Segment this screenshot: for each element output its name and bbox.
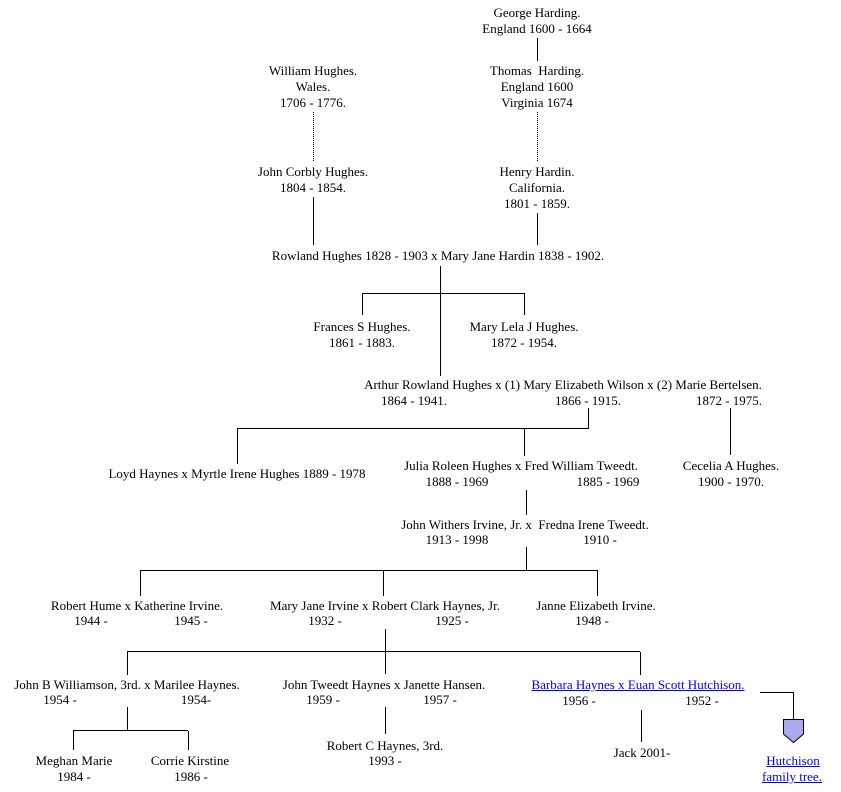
couple-johnwithers-fredna-names: John Withers Irvine, Jr. x Fredna Irene … — [401, 517, 649, 532]
connector-thomas-henry-dotted — [537, 112, 538, 161]
person-janne-name: Janne Elizabeth Irvine. — [536, 598, 656, 613]
person-corrie-dates: 1986 - — [174, 769, 208, 784]
connector-julia-johnwithers — [526, 490, 527, 515]
janette-dates: 1957 - — [423, 692, 457, 707]
julia-dates: 1888 - 1969 — [425, 474, 489, 489]
person-frances-hughes-dates: 1861 - 1883. — [328, 335, 396, 350]
euan-dates: 1952 - — [685, 693, 719, 708]
hutchison-tree-link-line2[interactable]: family tree. — [762, 769, 822, 784]
johntweedt-dates: 1959 - — [306, 692, 340, 707]
connector-irvine-children-bar — [140, 570, 598, 571]
connector-william-johncorbly-dotted — [313, 112, 314, 161]
connector-drop-corrie — [188, 731, 189, 750]
person-henry-hardin-dates: 1801 - 1859. — [503, 196, 571, 211]
arthur-dates: 1864 - 1941. — [380, 393, 448, 408]
person-marylela-hughes-dates: 1872 - 1954. — [490, 335, 558, 350]
connector-hutchison-vertical — [793, 692, 794, 719]
connector-barbara-jack — [641, 710, 642, 742]
connector-arthur-children-bar — [237, 428, 589, 429]
person-thomas-harding-place2: Virginia 1674 — [501, 95, 573, 110]
person-robertc-name: Robert C Haynes, 3rd. — [326, 738, 444, 753]
connector-drop-janne — [597, 571, 598, 596]
couple-barbara-euan-link[interactable]: Barbara Haynes x Euan Scott Hutchison. — [531, 677, 745, 692]
connector-rowland-descent — [440, 266, 441, 376]
person-henry-hardin-name: Henry Hardin. — [499, 164, 575, 179]
fred-dates: 1885 - 1969 — [576, 474, 640, 489]
johnwithers-dates: 1913 - 1998 — [425, 532, 489, 547]
connector-hutchison-horizontal — [760, 692, 794, 693]
person-george-harding-dates: England 1600 - 1664 — [482, 21, 592, 36]
person-corrie-name: Corrie Kirstine — [150, 753, 230, 768]
maryjane-irvine-dates: 1932 - — [308, 613, 342, 628]
person-john-corbly-name: John Corbly Hughes. — [257, 164, 369, 179]
williamson-dates: 1954 - — [43, 692, 77, 707]
couple-arthur-wilson-bertelsen-names: Arthur Rowland Hughes x (1) Mary Elizabe… — [364, 377, 762, 392]
connector-drop-frances — [362, 294, 363, 315]
connector-drop-maryjane-irvine — [383, 571, 384, 596]
person-meghan-name: Meghan Marie — [35, 753, 113, 768]
couple-rowland-maryjane: Rowland Hughes 1828 - 1903 x Mary Jane H… — [271, 248, 605, 263]
person-meghan-dates: 1984 - — [57, 769, 91, 784]
connector-drop-marylela — [524, 294, 525, 315]
connector-drop-barbara — [640, 652, 641, 675]
person-thomas-harding-name: Thomas Harding. — [489, 63, 585, 78]
connector-johncorbly-rowland — [313, 197, 314, 245]
person-thomas-harding-place1: England 1600 — [500, 79, 574, 94]
person-robertc-dates: 1993 - — [368, 753, 402, 768]
person-jack: Jack 2001- — [613, 745, 671, 760]
wilson-dates: 1866 - 1915. — [554, 393, 622, 408]
couple-loyd-myrtle: Loyd Haynes x Myrtle Irene Hughes 1889 -… — [108, 466, 366, 481]
connector-drop-katherine — [140, 571, 141, 596]
connector-drop-meghan — [73, 731, 74, 750]
person-frances-hughes-name: Frances S Hughes. — [313, 319, 411, 334]
connector-bertelsen-cecelia — [730, 408, 731, 455]
person-william-hughes-name: William Hughes. — [268, 63, 358, 78]
connector-williamson-children-bar — [73, 730, 188, 731]
connector-george-thomas — [537, 38, 538, 61]
couple-julia-fred-names: Julia Roleen Hughes x Fred William Tweed… — [404, 458, 638, 473]
connector-drop-loyd — [237, 429, 238, 464]
barbara-dates: 1956 - — [562, 693, 596, 708]
person-george-harding-name: George Harding. — [493, 5, 581, 20]
connector-haynes-children-bar — [127, 651, 640, 652]
couple-williamson-marilee-names: John B Williamson, 3rd. x Marilee Haynes… — [14, 677, 240, 692]
hutchison-tree-link-line1[interactable]: Hutchison — [766, 753, 820, 768]
marilee-dates: 1954- — [180, 692, 212, 707]
katherine-dates: 1945 - — [174, 613, 208, 628]
person-william-hughes-place: Wales. — [295, 79, 331, 94]
connector-drop-marilee — [127, 652, 128, 675]
fredna-dates: 1910 - — [583, 532, 617, 547]
person-john-corbly-dates: 1804 - 1854. — [279, 180, 347, 195]
connector-henry-maryjane — [537, 213, 538, 245]
person-henry-hardin-place: California. — [509, 180, 565, 195]
connector-johnwithers-descent — [526, 547, 527, 570]
couple-maryjane-robertclark-names: Mary Jane Irvine x Robert Clark Haynes, … — [270, 598, 500, 613]
couple-johntweedt-janette-names: John Tweedt Haynes x Janette Hansen. — [282, 677, 486, 692]
connector-williamson-descent — [127, 707, 128, 730]
roberthume-dates: 1944 - — [74, 613, 108, 628]
connector-johntweedt-robertc — [385, 707, 386, 734]
robertclark-dates: 1925 - — [435, 613, 469, 628]
person-william-hughes-dates: 1706 - 1776. — [279, 95, 347, 110]
couple-roberthume-katherine-names: Robert Hume x Katherine Irvine. — [50, 598, 224, 613]
connector-rowland-children-bar — [362, 293, 525, 294]
bertelsen-dates: 1872 - 1975. — [695, 393, 763, 408]
connector-arthur-descent — [588, 408, 589, 428]
connector-drop-julia — [524, 429, 525, 456]
down-arrow-icon[interactable] — [783, 719, 804, 747]
person-janne-dates: 1948 - — [575, 613, 609, 628]
person-cecelia-name: Cecelia A Hughes. — [682, 458, 780, 473]
person-cecelia-dates: 1900 - 1970. — [697, 474, 765, 489]
person-marylela-hughes-name: Mary Lela J Hughes. — [469, 319, 579, 334]
